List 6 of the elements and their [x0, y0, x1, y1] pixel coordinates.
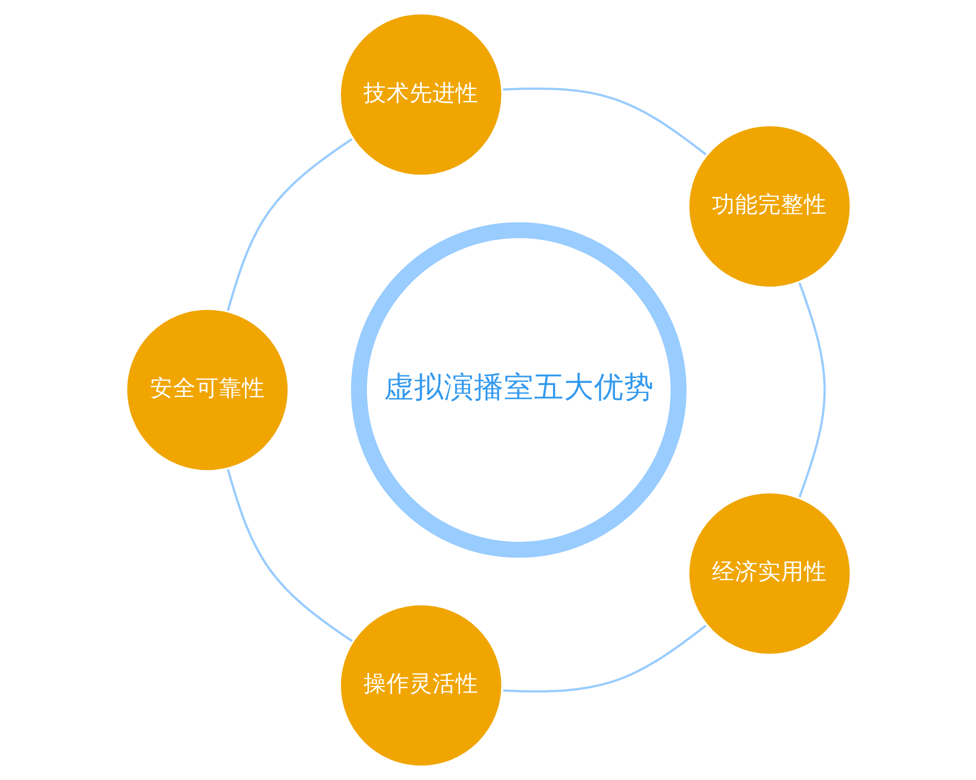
connector	[502, 88, 706, 156]
node-circle: 虚拟演播室五大优势	[350, 222, 686, 558]
connector	[226, 468, 352, 642]
connector	[798, 282, 826, 498]
connector	[502, 624, 706, 692]
connector	[226, 138, 352, 311]
